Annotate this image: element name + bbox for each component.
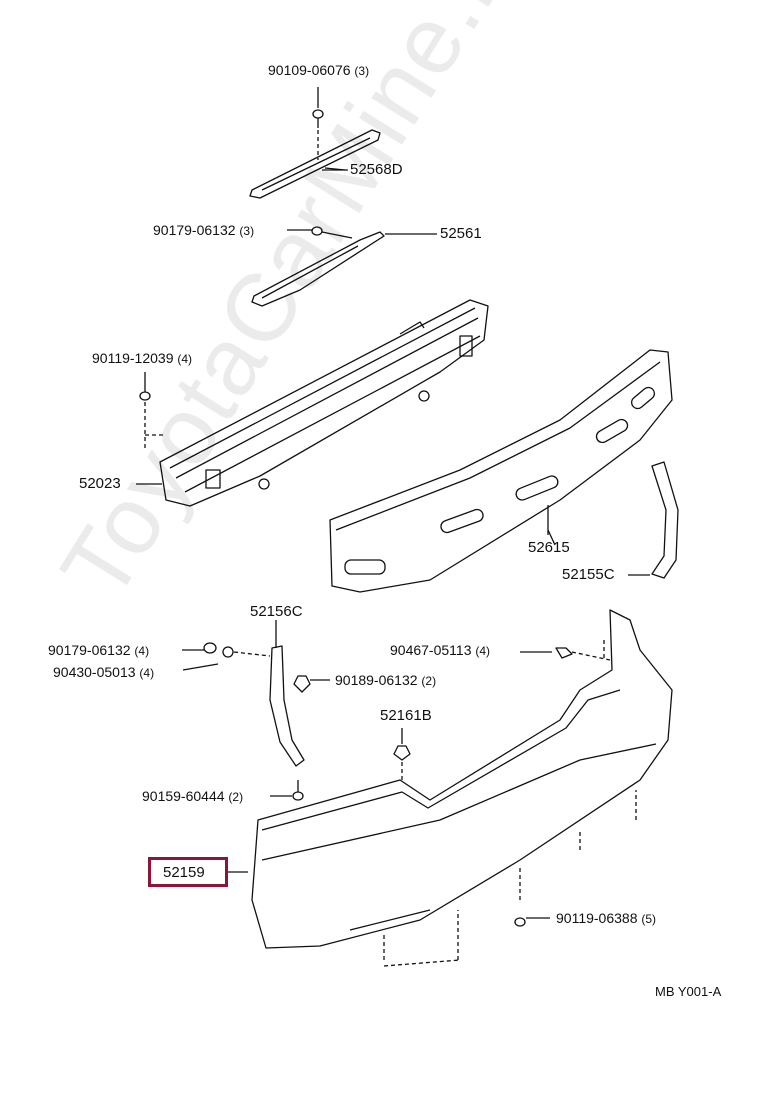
part-number: 90430-05013 — [53, 664, 136, 680]
quantity: (4) — [177, 352, 193, 366]
part-52561 — [251, 231, 385, 307]
part-number: 90109-06076 — [268, 62, 351, 78]
callout-52561: 52561 — [440, 225, 482, 242]
callout-52155C: 52155C — [562, 566, 615, 583]
callout-90179-06132-b: 90179-06132 (4) — [48, 642, 149, 659]
callout-90430-05013: 90430-05013 (4) — [53, 664, 154, 681]
part-number: 90179-06132 — [153, 222, 236, 238]
callout-90467-05113: 90467-05113 (4) — [390, 642, 490, 659]
quantity: (2) — [421, 674, 437, 688]
part-52155C — [651, 461, 679, 579]
quantity: (5) — [641, 912, 657, 926]
part-number: 90467-05113 — [390, 642, 472, 658]
part-number: 90189-06132 — [335, 672, 418, 688]
quantity: (4) — [475, 644, 491, 658]
quantity: (4) — [134, 644, 150, 658]
callout-52156C: 52156C — [250, 603, 303, 620]
highlighted-callout-52159[interactable]: 52159 — [148, 857, 228, 887]
part-52159 — [251, 609, 673, 949]
part-number: 90119-06388 — [556, 910, 638, 926]
quantity: (4) — [139, 666, 155, 680]
callout-90189-06132: 90189-06132 (2) — [335, 672, 436, 689]
callout-90159-60444: 90159-60444 (2) — [142, 788, 243, 805]
callout-90109-06076: 90109-06076 (3) — [268, 62, 369, 79]
callout-90119-06388: 90119-06388 (5) — [556, 910, 656, 927]
quantity: (3) — [354, 64, 370, 78]
part-52156C — [269, 645, 305, 767]
callout-52161B: 52161B — [380, 707, 432, 724]
callout-52615: 52615 — [528, 539, 570, 556]
quantity: (3) — [239, 224, 255, 238]
part-number: 90179-06132 — [48, 642, 131, 658]
part-52615 — [329, 349, 673, 593]
callout-90119-12039: 90119-12039 (4) — [92, 350, 192, 367]
bolt-top — [312, 87, 324, 160]
callout-52023: 52023 — [79, 475, 121, 492]
part-number: 52159 — [163, 864, 205, 881]
part-number: 90119-12039 — [92, 350, 174, 366]
quantity: (2) — [228, 790, 244, 804]
callout-90179-06132: 90179-06132 (3) — [153, 222, 254, 239]
diagram-code: MB Y001-A — [655, 984, 722, 999]
part-number: 90159-60444 — [142, 788, 225, 804]
part-52023 — [159, 299, 489, 507]
part-52568D — [249, 129, 381, 199]
callout-52568D: 52568D — [350, 161, 403, 178]
